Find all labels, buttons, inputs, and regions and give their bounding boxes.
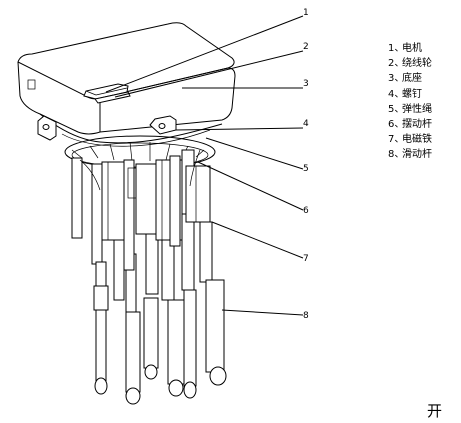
callout-5: 5 xyxy=(303,164,309,174)
mounting-tab-left xyxy=(37,115,57,141)
callout-8: 8 xyxy=(303,311,309,321)
callout-6: 6 xyxy=(303,206,309,216)
rod-1 xyxy=(71,157,109,395)
legend-item-3: 3、底座 xyxy=(388,73,422,85)
mounting-tab-right xyxy=(149,115,177,135)
legend-item-1: 1、电机 xyxy=(388,43,422,54)
winding-reel xyxy=(94,91,131,104)
legend-item-6: 6、摆动杆 xyxy=(388,119,432,131)
callout-2: 2 xyxy=(303,42,309,52)
rod-assembly xyxy=(71,149,227,405)
rod-6 xyxy=(181,149,227,386)
callout-numbers: 1 2 3 4 5 6 7 8 xyxy=(303,8,309,321)
parts-legend: 1、电机 2、绕线轮 3、底座 4、螺钉 5、弹性绳 6、摆动杆 7、电磁铁 8… xyxy=(388,41,432,163)
legend-item-4: 4、螺钉 xyxy=(388,88,422,100)
legend-item-2: 2、绕线轮 xyxy=(388,58,432,70)
figure-label: 开 xyxy=(427,402,444,420)
legend-item-5: 5、弹性绳 xyxy=(388,103,432,115)
callout-1: 1 xyxy=(303,8,309,18)
leader-lines xyxy=(105,15,304,316)
rod-2 xyxy=(101,161,141,405)
callout-3: 3 xyxy=(303,79,309,89)
elastic-cords xyxy=(79,149,201,191)
legend-item-8: 8、滑动杆 xyxy=(388,149,432,161)
rod-3 xyxy=(123,159,159,380)
callout-7: 7 xyxy=(303,254,309,264)
legend-item-7: 7、电磁铁 xyxy=(388,134,432,146)
callout-4: 4 xyxy=(303,119,309,129)
